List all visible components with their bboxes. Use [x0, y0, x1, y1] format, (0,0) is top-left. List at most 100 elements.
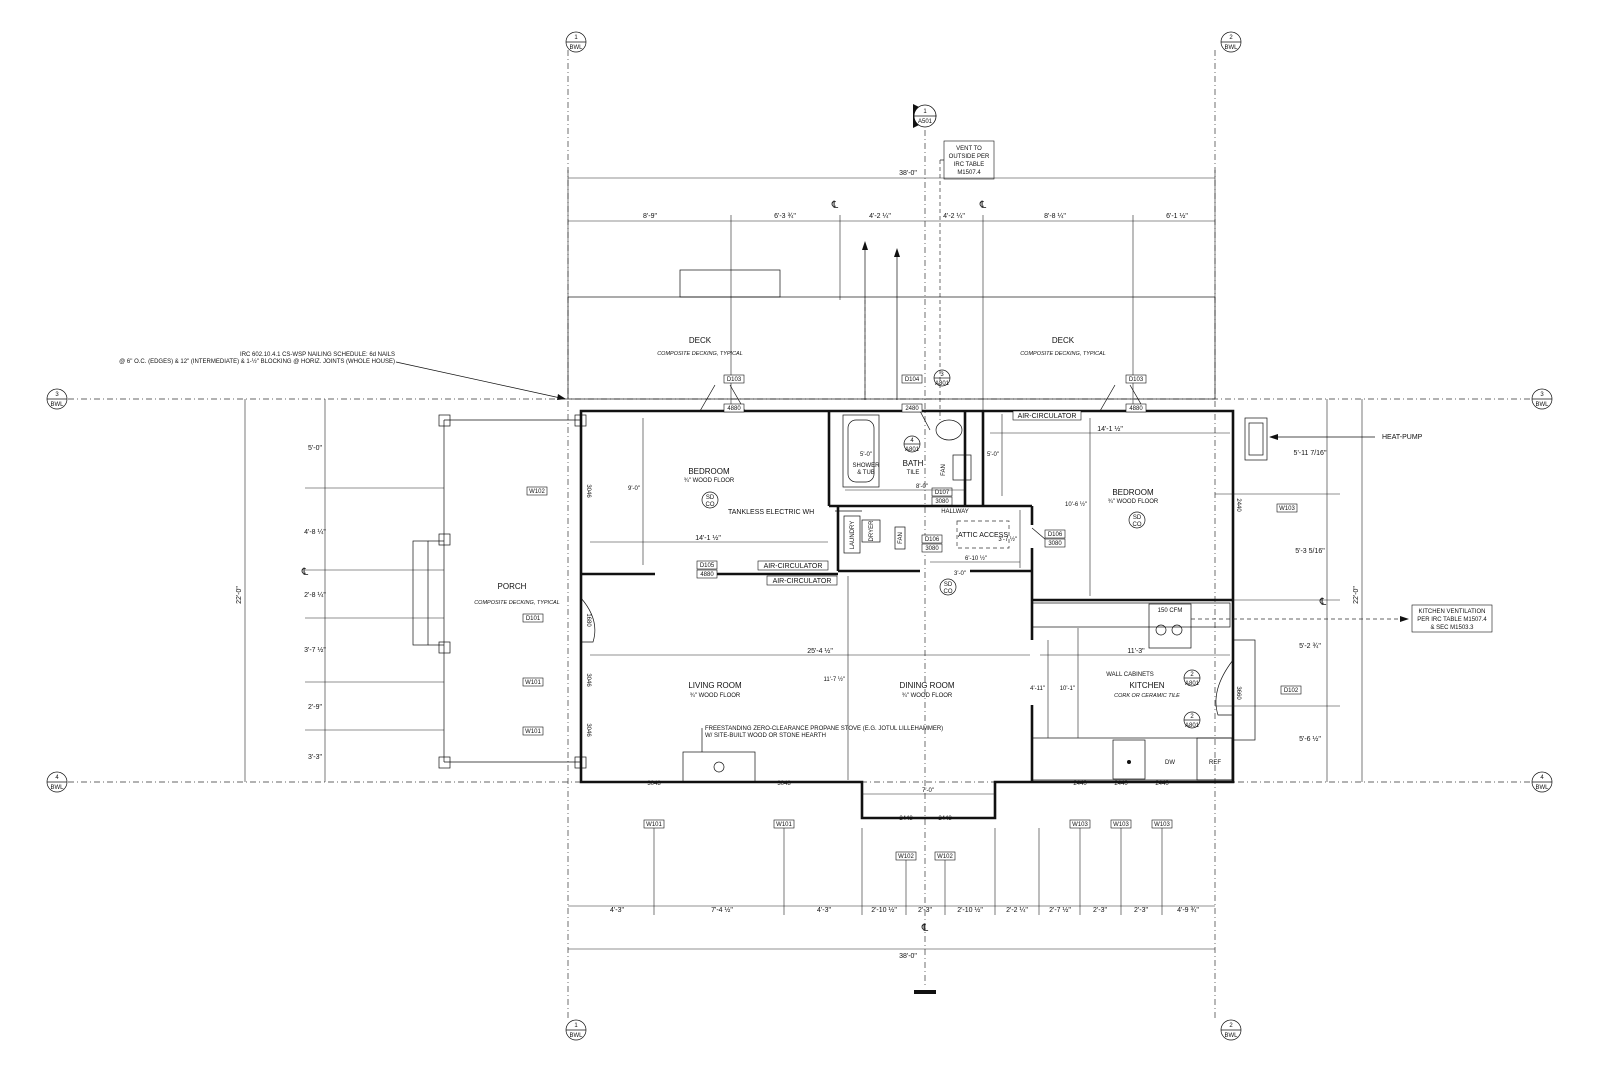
svg-text:D107: D107	[935, 490, 950, 496]
svg-text:1: 1	[923, 109, 927, 115]
svg-text:W103: W103	[1072, 822, 1088, 828]
grid-bubble-1-bottom: 1 BWL	[565, 1019, 587, 1041]
svg-text:CORK OR CERAMIC TILE: CORK OR CERAMIC TILE	[1114, 693, 1180, 699]
room-name-bedroom-left: BEDROOM	[688, 467, 730, 476]
smoke-detectors: SD CO SD CO SD CO	[701, 491, 1146, 596]
svg-text:4: 4	[910, 438, 914, 444]
svg-text:D105: D105	[700, 563, 715, 569]
svg-text:2'-7 ½": 2'-7 ½"	[1049, 906, 1071, 914]
svg-text:5'-2 ¾": 5'-2 ¾"	[1299, 643, 1321, 650]
svg-text:3080: 3080	[925, 546, 939, 552]
svg-text:4'-3": 4'-3"	[817, 907, 831, 914]
svg-text:CO: CO	[1133, 522, 1142, 528]
svg-text:2'-3": 2'-3"	[918, 907, 932, 914]
svg-text:WALL CABINETS: WALL CABINETS	[1106, 672, 1154, 678]
svg-text:3046: 3046	[585, 484, 591, 498]
svg-text:2440: 2440	[1155, 781, 1169, 787]
svg-text:D102: D102	[1284, 688, 1299, 694]
svg-text:DECK: DECK	[1052, 336, 1075, 345]
tags: D103 4880 D103 4880 D104 2480 D107 3080 …	[522, 374, 1302, 861]
svg-text:1: 1	[574, 35, 578, 41]
svg-text:2440: 2440	[1235, 498, 1241, 512]
svg-text:CO: CO	[944, 589, 953, 595]
left-dimensions: 22'-0" 5'-0" 4'-8 ¼" 2'-8 ¼" 3'-7 ½" 2'-…	[236, 399, 444, 782]
svg-text:IRC TABLE: IRC TABLE	[954, 162, 984, 168]
svg-text:2448: 2448	[899, 816, 913, 822]
svg-text:A801: A801	[1185, 723, 1200, 729]
svg-text:SD: SD	[1133, 515, 1142, 521]
svg-text:A801: A801	[905, 447, 920, 453]
tankless-note: TANKLESS ELECTRIC WH	[728, 509, 862, 516]
nailing-note: IRC 602.10.4.1 CS-WSP NAILING SCHEDULE: …	[119, 352, 566, 400]
svg-text:2'-9": 2'-9"	[308, 704, 322, 711]
svg-text:4: 4	[1540, 775, 1544, 781]
detail-markers: 3 A801 4 A801 2 A801 2 A801	[903, 369, 1201, 729]
svg-text:3080: 3080	[1048, 541, 1062, 547]
svg-text:℄: ℄	[921, 923, 929, 934]
svg-text:D106: D106	[1048, 532, 1063, 538]
svg-text:KITCHEN VENTILATION: KITCHEN VENTILATION	[1419, 609, 1486, 615]
svg-text:7'-0": 7'-0"	[922, 788, 934, 794]
svg-text:@ 6" O.C. (EDGES) & 12" (INTER: @ 6" O.C. (EDGES) & 12" (INTERMEDIATE) &…	[119, 358, 395, 365]
interior-walls	[581, 411, 1233, 782]
room-name-bedroom-right: BEDROOM	[1112, 488, 1154, 497]
section-marker: 1 A501	[913, 104, 937, 128]
svg-text:D104: D104	[905, 377, 920, 383]
svg-text:D103: D103	[1129, 377, 1144, 383]
grid-bubble-3-right: 3 BWL	[1531, 388, 1553, 410]
svg-text:¾" WOOD FLOOR: ¾" WOOD FLOOR	[684, 478, 735, 484]
svg-text:W101: W101	[525, 729, 541, 735]
svg-text:2: 2	[1229, 35, 1233, 41]
svg-text:1680: 1680	[585, 613, 591, 627]
svg-text:A801: A801	[1185, 681, 1200, 687]
svg-text:22'-0": 22'-0"	[236, 586, 243, 604]
svg-text:HEAT-PUMP: HEAT-PUMP	[1382, 434, 1423, 441]
north-tick-mark	[914, 990, 936, 994]
svg-text:BWL: BWL	[569, 1033, 583, 1039]
svg-text:2: 2	[1229, 1023, 1233, 1029]
grid-bubble-1-top: 1 BWL	[565, 31, 587, 53]
svg-text:3'-7 ½": 3'-7 ½"	[304, 646, 326, 654]
porch	[412, 414, 587, 769]
svg-text:11'-7 ½": 11'-7 ½"	[823, 676, 845, 683]
svg-text:25'-4 ½": 25'-4 ½"	[807, 647, 833, 655]
svg-text:2'-10 ½": 2'-10 ½"	[957, 906, 983, 914]
svg-text:3: 3	[55, 392, 59, 398]
svg-text:VENT TO: VENT TO	[956, 146, 982, 152]
svg-text:ATTIC ACCESS: ATTIC ACCESS	[958, 532, 1008, 539]
grid-bubble-2-top: 2 BWL	[1220, 31, 1242, 53]
interior-dimensions: 9'-0" 14'-1 ½" 14'-1 ½" 10'-6 ½" 5'-0" 8…	[590, 414, 1230, 795]
svg-text:AIR-CIRCULATOR: AIR-CIRCULATOR	[1018, 413, 1077, 420]
svg-text:¾" WOOD FLOOR: ¾" WOOD FLOOR	[902, 693, 953, 699]
svg-text:3048: 3048	[777, 781, 791, 787]
svg-text:38'-0": 38'-0"	[899, 953, 917, 960]
svg-text:4'-8 ¼": 4'-8 ¼"	[304, 529, 326, 536]
svg-text:3'-0": 3'-0"	[954, 571, 966, 577]
svg-text:5'-3 5/16": 5'-3 5/16"	[1295, 548, 1325, 555]
svg-text:2'-10 ½": 2'-10 ½"	[871, 906, 897, 914]
svg-text:D106: D106	[925, 537, 940, 543]
grid-bubble-3-left: 3 BWL	[46, 388, 68, 410]
svg-text:3: 3	[940, 372, 944, 378]
svg-text:2480: 2480	[905, 406, 919, 412]
svg-text:DW: DW	[1165, 760, 1175, 766]
attic-access: ATTIC ACCESS	[956, 520, 1010, 549]
grid-bubble-4-left: 4 BWL	[46, 771, 68, 793]
svg-text:BWL: BWL	[50, 402, 64, 408]
svg-text:4880: 4880	[727, 406, 741, 412]
svg-text:¾" WOOD FLOOR: ¾" WOOD FLOOR	[1108, 499, 1159, 505]
svg-text:1: 1	[574, 1023, 578, 1029]
svg-text:11'-3": 11'-3"	[1127, 648, 1145, 655]
svg-text:℄: ℄	[979, 200, 987, 211]
svg-text:4'-11": 4'-11"	[1030, 686, 1045, 692]
svg-text:A801: A801	[935, 381, 950, 387]
room-name-porch: PORCH	[498, 582, 527, 591]
svg-text:4'-9 ¾": 4'-9 ¾"	[1177, 907, 1199, 914]
svg-text:3'-3": 3'-3"	[308, 754, 322, 761]
svg-text:5'-11 7/16": 5'-11 7/16"	[1294, 450, 1327, 457]
svg-text:10'-6 ½": 10'-6 ½"	[1065, 501, 1087, 508]
svg-text:BWL: BWL	[1224, 45, 1238, 51]
svg-text:6'-3 ¾": 6'-3 ¾"	[774, 213, 796, 220]
svg-text:4'-3": 4'-3"	[610, 907, 624, 914]
svg-text:TILE: TILE	[907, 470, 920, 476]
